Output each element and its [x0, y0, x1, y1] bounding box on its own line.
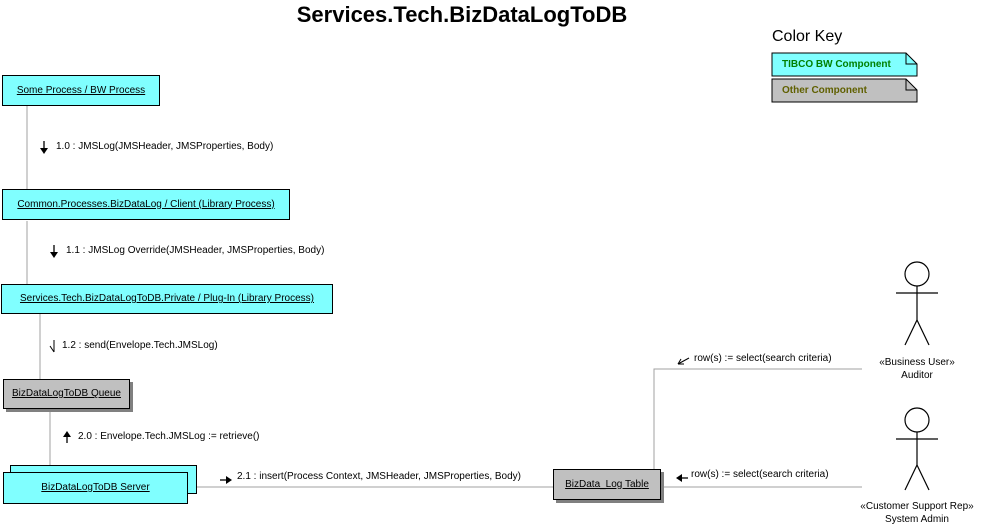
arrow-right-icon [220, 476, 232, 484]
message-2-1: 2.1 : insert(Process Context, JMSHeader,… [237, 471, 521, 482]
component-private-plugin[interactable]: Services.Tech.BizDataLogToDB.Private / P… [1, 284, 333, 314]
link-table-to-auditor [653, 368, 862, 469]
async-arrow-left-icon [677, 357, 690, 365]
actor-admin-stereotype: «Customer Support Rep» [860, 501, 974, 512]
actor-auditor-name: Auditor [901, 370, 933, 381]
component-some-process[interactable]: Some Process / BW Process [2, 75, 160, 106]
actor-auditor-icon [896, 261, 938, 346]
component-log-table[interactable]: BizData_Log Table [553, 469, 661, 500]
component-queue[interactable]: BizDataLogToDB Queue [3, 379, 130, 409]
message-admin-select: row(s) := select(search criteria) [691, 469, 829, 480]
arrow-down-icon [40, 141, 48, 154]
color-key-title: Color Key [772, 28, 843, 45]
diagram-title: Services.Tech.BizDataLogToDB [296, 2, 628, 27]
arrow-left-icon [676, 474, 688, 482]
component-server[interactable]: BizDataLogToDB Server [3, 472, 188, 504]
component-biz-data-log-client[interactable]: Common.Processes.BizDataLog / Client (Li… [2, 189, 290, 220]
actor-admin-label: «Customer Support Rep» System Admin [847, 500, 987, 526]
color-key-other-label: Other Component [782, 85, 867, 96]
key-bw-swatch [771, 52, 918, 77]
key-other-swatch [771, 78, 918, 103]
actor-admin-name: System Admin [885, 514, 949, 525]
message-1-2: 1.2 : send(Envelope.Tech.JMSLog) [62, 340, 218, 351]
message-auditor-select: row(s) := select(search criteria) [694, 353, 832, 364]
color-key-bw-label: TIBCO BW Component [782, 59, 891, 70]
message-1-0: 1.0 : JMSLog(JMSHeader, JMSProperties, B… [56, 141, 274, 152]
message-1-1: 1.1 : JMSLog Override(JMSHeader, JMSProp… [66, 245, 325, 256]
actor-system-admin-icon [896, 407, 938, 491]
actor-auditor-label: «Business User» Auditor [847, 356, 987, 382]
actor-auditor-stereotype: «Business User» [879, 357, 955, 368]
async-arrow-down-icon [49, 340, 55, 353]
arrow-up-icon [63, 431, 71, 443]
arrow-down-icon [50, 245, 58, 258]
message-2-0: 2.0 : Envelope.Tech.JMSLog := retrieve() [78, 431, 260, 442]
